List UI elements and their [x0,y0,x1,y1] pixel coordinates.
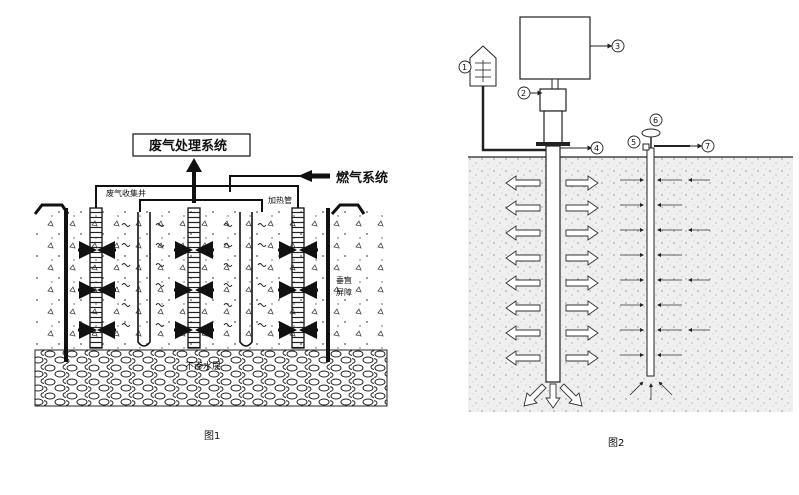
heat-squiggles-fig1 [121,223,267,327]
gas-supply-pipe [229,175,300,192]
svg-text:3: 3 [615,42,620,51]
callout-1: 1 [458,60,472,74]
sensor-tower [469,45,497,87]
exhaust-up-arrow-head [186,158,202,172]
ground-edge-right [330,203,366,215]
collection-well-2 [187,207,201,349]
callout-3: 3 [611,39,625,53]
wellhead-flange [536,142,570,146]
connector [551,78,559,90]
sensor-line [481,86,546,152]
heating-pipe-label: 加热管 [268,195,292,205]
callout-5: 5 [627,135,641,149]
svg-text:1: 1 [462,63,467,72]
monitoring-well [646,147,655,377]
collection-well-3 [291,207,305,349]
svg-text:6: 6 [653,116,658,125]
collection-well-1 [89,207,103,349]
figure-2-diagram: 1 2 3 4 5 6 7 图2 [458,16,793,449]
vertical-barrier-label-line1: 垂直 [336,275,352,285]
extraction-well [545,145,561,383]
outflow-arrows-fig2 [505,175,599,409]
heating-tube-2 [239,212,253,347]
heating-tube-1 [137,212,151,347]
figure-1-caption: 图1 [204,430,220,442]
collection-header-pipe [95,185,299,208]
svg-text:2: 2 [521,89,526,98]
valve-handle [641,128,661,138]
collection-well-label: 废气收集井 [106,188,146,198]
callout-2: 2 [517,86,531,100]
heating-header-pipe [139,199,263,212]
top-unit-box [519,16,591,80]
pump-housing [539,88,567,112]
figure-2: 1 2 3 4 5 6 7 图2 [420,0,799,491]
figure-2-caption: 图2 [608,437,624,449]
callout-7: 7 [701,139,715,153]
impermeable-layer [34,349,388,407]
vertical-barrier-label-line2: 屏障 [336,287,352,297]
inflow-arrows-fig2 [620,178,710,400]
figure-1: 不渗水层 废气处理系统 燃气系统 废气收集井 加热管 [33,133,388,442]
treatment-system-label: 废气处理系统 [149,138,227,154]
treatment-system-box [132,133,251,157]
figure-1-diagram: 不渗水层 废气处理系统 燃气系统 废气收集井 加热管 [33,133,388,442]
svg-text:7: 7 [705,142,710,151]
svg-text:4: 4 [594,144,599,153]
callout-6: 6 [649,113,663,127]
impermeable-layer-label: 不渗水层 [185,360,221,372]
wellhead [543,110,563,144]
flow-arrows-fig1 [78,241,318,339]
svg-text:5: 5 [631,138,636,147]
gas-system-label: 燃气系统 [336,170,388,186]
callout-4: 4 [590,141,604,155]
valve-body [642,143,650,151]
gas-system-arrow-head [298,170,312,182]
